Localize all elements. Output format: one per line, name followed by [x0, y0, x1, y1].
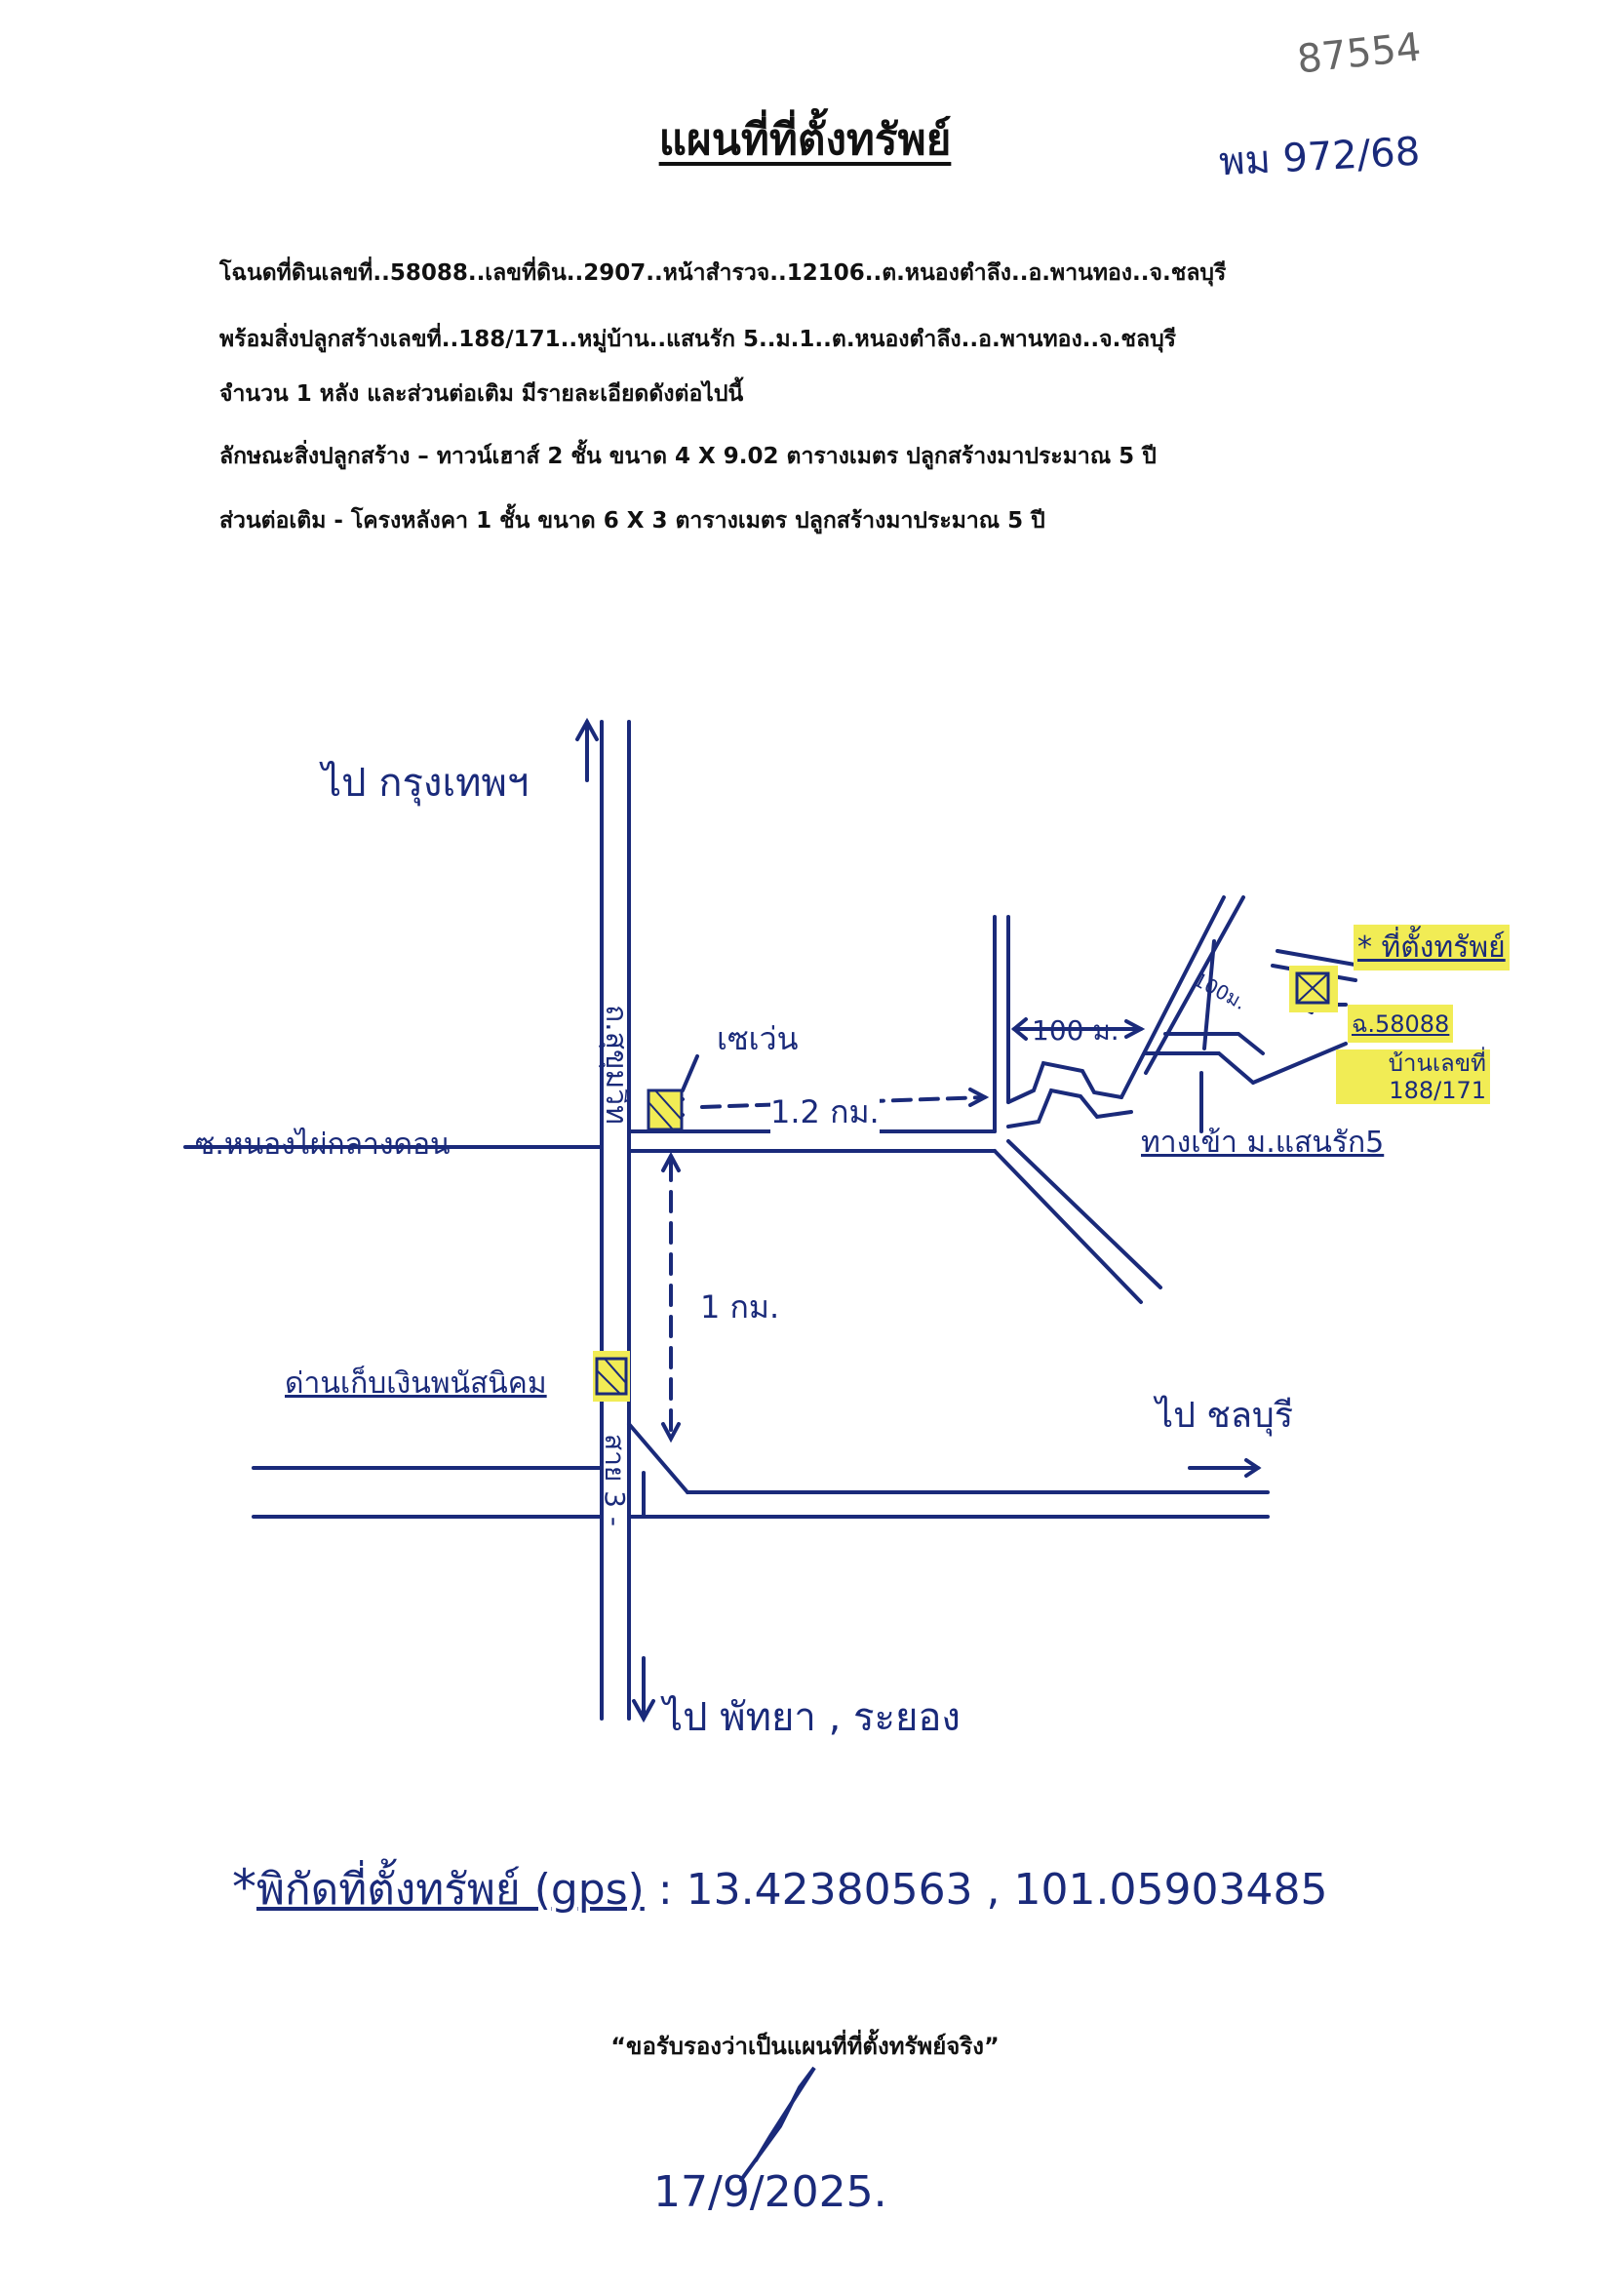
quantity-detail-line: จำนวน 1 หลัง และส่วนต่อเติม มีรายละเอียด… — [219, 381, 744, 407]
label-village-entrance: ทางเข้า ม.แสนรัก5 — [1141, 1126, 1385, 1160]
gps-coordinates: *พิกัดที่ตั้งทรัพย์ (gps) : 13.42380563 … — [232, 1859, 1328, 1916]
slip-road — [627, 1422, 689, 1494]
seven-eleven-marker — [647, 1089, 684, 1131]
diag-road-a — [993, 1149, 1143, 1304]
distance-arrow-1km-tail — [661, 1151, 681, 1172]
distance-arrow-100m-head — [1124, 1019, 1146, 1039]
arrow-north-head — [575, 717, 599, 741]
distance-arrow-100m-b — [1202, 939, 1216, 1050]
label-deed-number: ฉ.58088 — [1348, 1005, 1454, 1043]
certification-text: “ขอรับรองว่าเป็นแผนที่ที่ตั้งทรัพย์จริง” — [610, 2033, 1000, 2060]
label-seven-eleven: เซเว่น — [717, 1020, 799, 1057]
label-distance-100m: 100 ม. — [1032, 1014, 1119, 1047]
arrow-chonburi-head — [1244, 1458, 1262, 1478]
distance-arrow-100m-tail — [1010, 1017, 1028, 1041]
village-road-c — [1119, 895, 1226, 1099]
arrow-south-head — [632, 1699, 655, 1723]
label-to-bangkok: ไป กรุงเทพฯ — [322, 761, 530, 806]
label-left-soi: ซ.หนองไผ่กลางดอน — [195, 1128, 451, 1162]
signature-mark — [739, 2066, 816, 2182]
village-road-d — [1144, 895, 1245, 1075]
label-distance-1km: 1 กม. — [700, 1288, 780, 1326]
distance-arrow-1km-head — [661, 1422, 681, 1444]
diag-road-b — [1006, 1139, 1162, 1289]
deed-detail-line: โฉนดที่ดินเลขที่..58088..เลขที่ดิน..2907… — [219, 260, 1227, 286]
label-to-pattaya: ไป พัทยา , ระยอง — [663, 1695, 961, 1740]
label-distance-1-2km: 1.2 กม. — [770, 1088, 880, 1137]
branch-road-c — [1251, 1042, 1348, 1085]
distance-arrow-1-2km-head — [968, 1088, 990, 1107]
label-house-number: บ้านเลขที่ 188/171 — [1336, 1049, 1490, 1104]
branch-road-b — [1163, 1032, 1265, 1055]
label-main-road-code: สาย 3 - — [599, 1434, 631, 1526]
gps-value: : 13.42380563 , 101.05903485 — [657, 1865, 1328, 1915]
village-road-b — [1006, 1088, 1133, 1128]
toll-booth-marker — [595, 1357, 628, 1396]
arrow-to-seven — [681, 1054, 699, 1092]
building-detail-line: พร้อมสิ่งปลูกสร้างเลขที่..188/171..หมู่บ… — [219, 327, 1177, 352]
gps-label: พิกัดที่ตั้งทรัพย์ (gps) — [256, 1865, 645, 1915]
property-marker — [1295, 971, 1330, 1005]
label-main-road: ถ.สุขุมวิท — [599, 1005, 633, 1125]
label-toll-booth: ด่านเก็บเงินพนัสนิคม — [285, 1366, 547, 1401]
label-property-location: * ที่ตั้งทรัพย์ — [1354, 925, 1510, 970]
page-title: แผนที่ที่ตั้งทรัพย์ — [658, 115, 952, 165]
label-to-chonburi: ไป ชลบุรี — [1156, 1396, 1294, 1436]
signed-date: 17/9/2025. — [653, 2167, 887, 2217]
building-type-line: ลักษณะสิ่งปลูกสร้าง – ทาวน์เฮาส์ 2 ชั้น … — [219, 444, 1157, 469]
property-road-a — [1276, 949, 1362, 968]
extension-line: ส่วนต่อเติม - โครงหลังคา 1 ชั้น ขนาด 6 X… — [219, 508, 1045, 534]
village-road-a — [1006, 1060, 1123, 1104]
branch-road-a — [1144, 1051, 1255, 1085]
